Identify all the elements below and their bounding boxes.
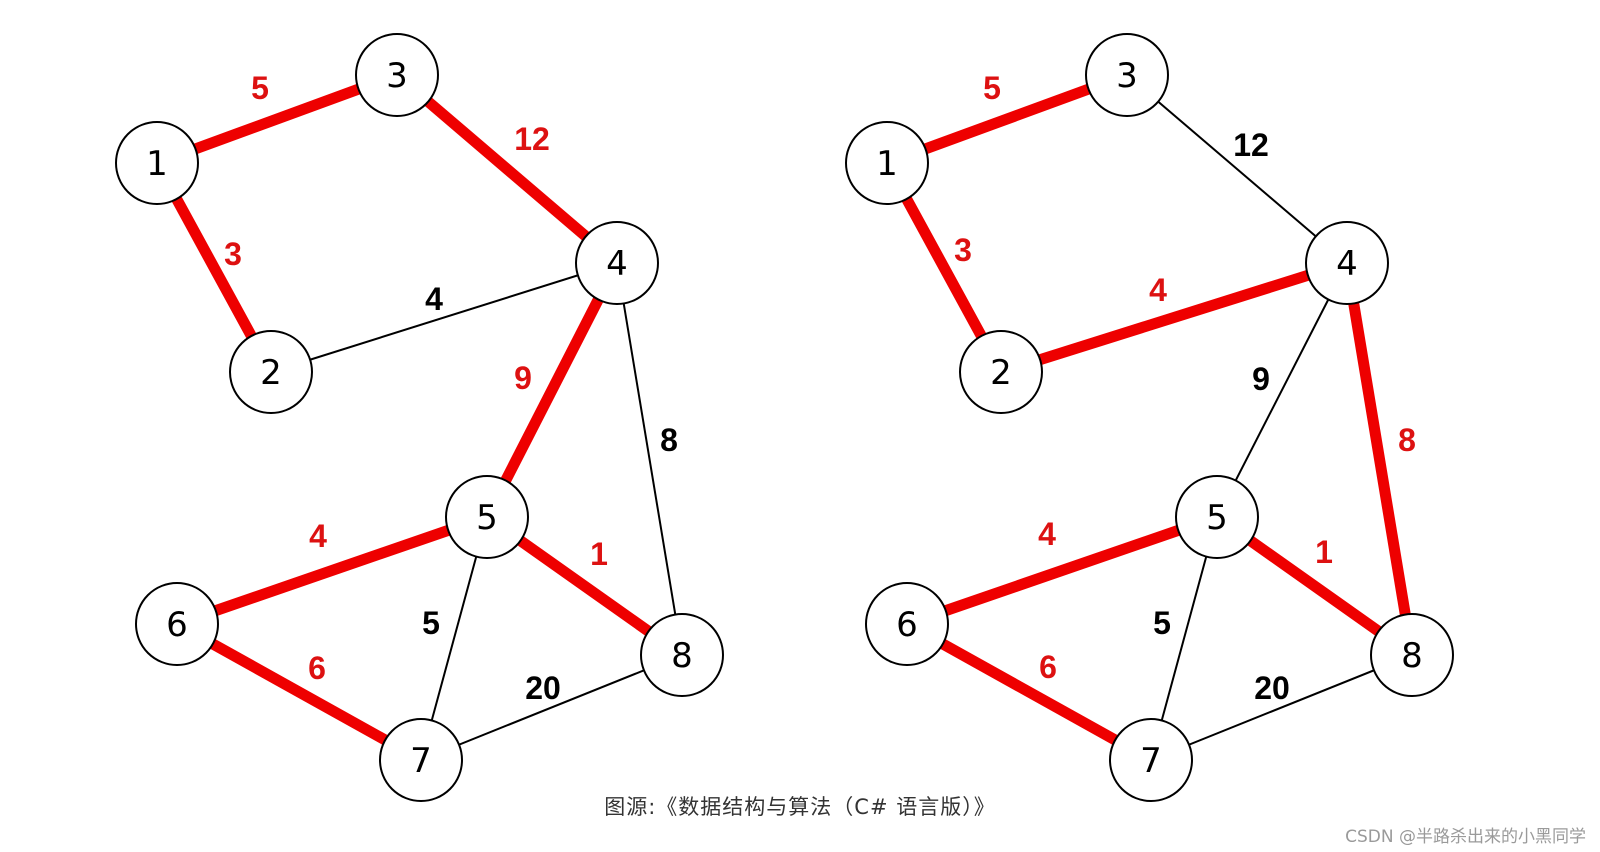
edge-weight-label: 9 (514, 360, 532, 396)
graph-node-7: 7 (379, 718, 463, 802)
edge-weight-label: 5 (422, 605, 440, 641)
edge-5-6-selected (905, 511, 1219, 630)
graph-node-5: 5 (445, 475, 529, 559)
node-label: 4 (606, 244, 628, 284)
node-label: 2 (990, 353, 1012, 393)
edge-weight-label: 5 (251, 70, 269, 106)
edge-2-4-selected (999, 257, 1349, 378)
edge-7-8 (1150, 654, 1413, 761)
edge-1-3-selected (155, 69, 399, 169)
node-circle (959, 330, 1043, 414)
edge-weight-label: 1 (1315, 534, 1333, 570)
edge-2-4 (270, 262, 618, 373)
graph-node-7: 7 (1109, 718, 1193, 802)
node-label: 3 (386, 56, 408, 96)
edge-weight-label: 4 (309, 518, 327, 554)
node-label: 8 (1401, 636, 1423, 676)
edge-1-3-selected (885, 69, 1129, 169)
edge-weight-label: 6 (1039, 649, 1057, 685)
graph-node-5: 5 (1175, 475, 1259, 559)
edge-5-6-selected (175, 511, 489, 630)
edge-layer (882, 69, 1418, 765)
graph-node-6: 6 (865, 582, 949, 666)
graph-node-8: 8 (1370, 613, 1454, 697)
node-circle (1305, 221, 1389, 305)
node-label: 8 (671, 636, 693, 676)
edge-weight-label: 1 (590, 536, 608, 572)
node-label: 7 (410, 741, 432, 781)
edge-3-4 (1126, 74, 1348, 264)
edge-weight-label: 12 (514, 121, 550, 157)
edge-weight-label: 3 (224, 236, 242, 272)
node-circle (865, 582, 949, 666)
node-label: 3 (1116, 56, 1138, 96)
node-label: 5 (1206, 498, 1228, 538)
edge-4-5 (1216, 262, 1348, 518)
weight-label-layer: 5 3 12 4 9 8 4 1 5 6 20 (954, 70, 1416, 706)
edge-weight-label: 4 (1149, 272, 1167, 308)
edge-6-7-selected (174, 619, 424, 765)
edge-weight-label: 20 (525, 670, 561, 706)
edge-weight-label: 4 (1038, 516, 1056, 552)
node-circle (1109, 718, 1193, 802)
weight-label-layer: 5 3 12 4 9 8 4 1 5 6 20 (224, 70, 678, 706)
edge-6-7-selected (904, 619, 1154, 765)
edge-weight-label: 20 (1254, 670, 1290, 706)
edge-4-8-selected (1341, 262, 1418, 656)
node-label: 4 (1336, 244, 1358, 284)
edge-weight-label: 9 (1252, 361, 1270, 397)
node-label: 6 (896, 605, 918, 645)
edge-weight-label: 5 (1153, 605, 1171, 641)
edge-weight-label: 6 (308, 650, 326, 686)
node-circle (115, 121, 199, 205)
node-circle (640, 613, 724, 697)
graph-node-1: 1 (845, 121, 929, 205)
node-label: 7 (1140, 741, 1162, 781)
edge-weight-label: 4 (425, 281, 443, 317)
node-circle (135, 582, 219, 666)
graph-node-3: 3 (1085, 33, 1169, 117)
edge-weight-label: 5 (983, 70, 1001, 106)
graph-node-4: 4 (575, 221, 659, 305)
edge-7-8 (420, 654, 683, 761)
edge-3-4-selected (393, 70, 621, 268)
node-circle (845, 121, 929, 205)
edge-weight-label: 8 (660, 422, 678, 458)
node-circle (1175, 475, 1259, 559)
edge-4-5-selected (482, 260, 622, 520)
node-circle (575, 221, 659, 305)
graph-node-2: 2 (959, 330, 1043, 414)
node-circle (229, 330, 313, 414)
node-circle (379, 718, 463, 802)
csdn-watermark: CSDN @半路杀出来的小黑同学 (1345, 827, 1586, 847)
edge-weight-label: 8 (1398, 422, 1416, 458)
node-circle (355, 33, 439, 117)
node-label: 1 (146, 144, 168, 184)
node-label: 5 (476, 498, 498, 538)
graph-node-2: 2 (229, 330, 313, 414)
node-label: 2 (260, 353, 282, 393)
node-circle (445, 475, 529, 559)
graph-node-1: 1 (115, 121, 199, 205)
graph-node-4: 4 (1305, 221, 1389, 305)
graph-node-6: 6 (135, 582, 219, 666)
edge-layer (152, 69, 686, 765)
graph-node-8: 8 (640, 613, 724, 697)
node-circle (1370, 613, 1454, 697)
edge-weight-label: 3 (954, 232, 972, 268)
figure-caption: 图源:《数据结构与算法（C# 语言版）》 (604, 795, 996, 819)
graph-node-3: 3 (355, 33, 439, 117)
edge-4-8 (616, 262, 683, 656)
edge-weight-label: 12 (1233, 127, 1269, 163)
node-label: 1 (876, 144, 898, 184)
node-circle (1085, 33, 1169, 117)
node-label: 6 (166, 605, 188, 645)
